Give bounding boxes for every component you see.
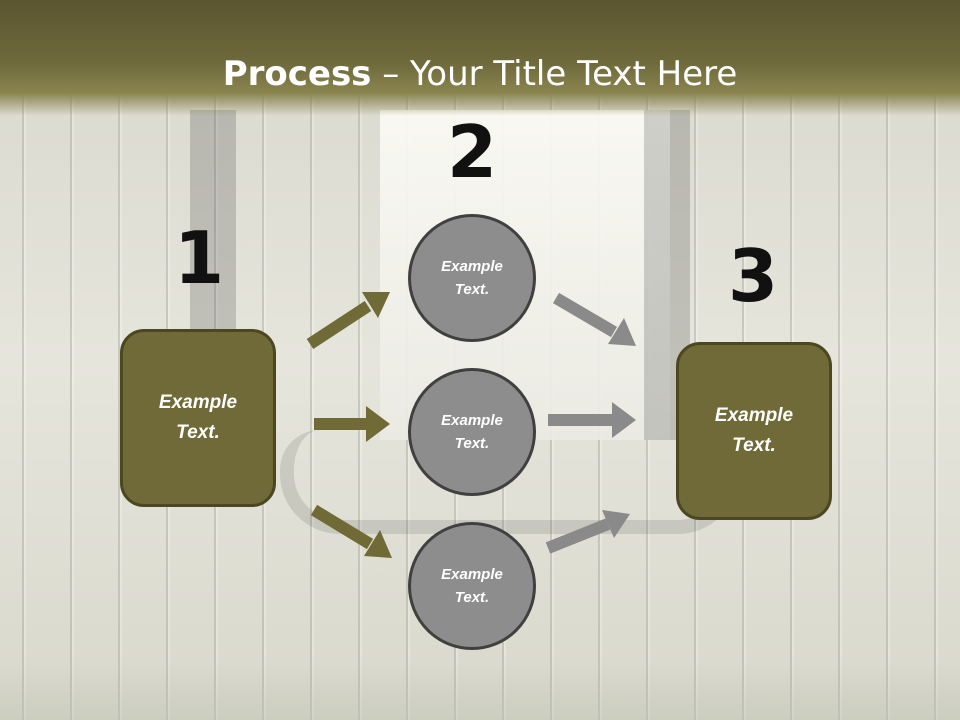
process-circle-1[interactable]: Example Text. <box>408 214 536 342</box>
arrow-box1-to-circle2[interactable] <box>314 406 390 442</box>
arrow-circle2-to-box3[interactable] <box>548 402 636 438</box>
step-box-3[interactable]: Example Text. <box>676 342 832 520</box>
process-circle-2[interactable]: Example Text. <box>408 368 536 496</box>
step-box-1[interactable]: Example Text. <box>120 329 276 507</box>
process-circle-2-text: Example Text. <box>441 412 503 452</box>
step-box-3-text: Example Text. <box>714 405 794 456</box>
title-bar <box>0 0 960 116</box>
arrow-circle1-to-box3[interactable] <box>552 292 636 346</box>
background-grass <box>0 660 960 720</box>
process-circle-3-text: Example Text. <box>441 566 503 606</box>
step-number-2: 2 <box>446 110 498 194</box>
title-rest: – Your Title Text Here <box>371 54 738 94</box>
arrow-box1-to-circle1[interactable] <box>306 292 390 350</box>
title-bold: Process <box>222 54 372 94</box>
arrow-circle3-to-box3[interactable] <box>545 510 630 554</box>
slide-title[interactable]: Process – Your Title Text Here <box>0 52 960 96</box>
process-circle-1-text: Example Text. <box>441 258 503 298</box>
process-circle-3[interactable]: Example Text. <box>408 522 536 650</box>
step-box-1-text: Example Text. <box>158 392 238 443</box>
step-number-3: 3 <box>727 234 779 318</box>
step-number-1: 1 <box>173 216 225 300</box>
arrow-box1-to-circle3[interactable] <box>310 504 392 558</box>
